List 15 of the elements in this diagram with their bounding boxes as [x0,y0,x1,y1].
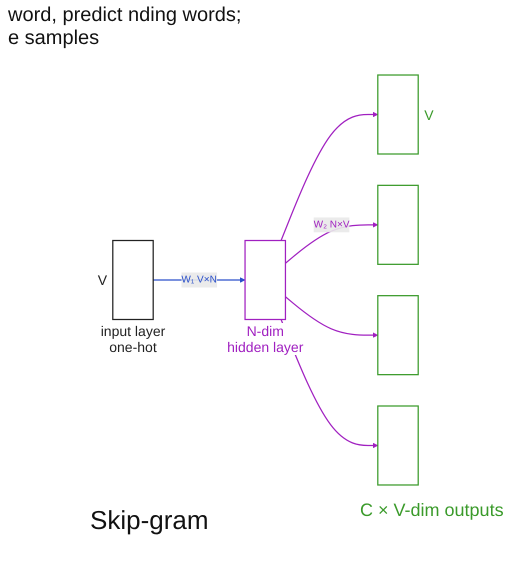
node-bar [377,184,419,265]
outputs-caption: C × V-dim outputs [360,500,505,521]
edge-label: W₂ N×V [314,219,350,230]
node-caption: V [98,272,108,288]
node-bar [377,74,419,155]
edge-label: W₁ V×N [181,274,217,286]
diagram-caption: Skip-gram [90,505,208,536]
node-caption: N-dim hidden layer [225,323,306,356]
node-bar [244,240,286,320]
slide-text: word, predict nding words; e samples [8,4,242,50]
node-bar [377,405,419,486]
node-bar [112,240,154,320]
arrow [285,296,378,338]
node-bar [377,295,419,376]
arrow [280,112,378,241]
